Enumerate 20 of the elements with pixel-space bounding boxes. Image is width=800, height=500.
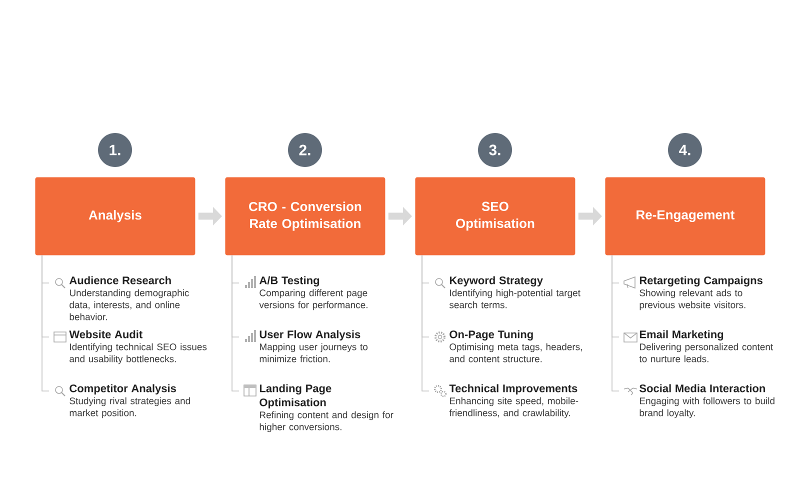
step-item: Competitor Analysis Studying rival strategies and market position. — [70, 384, 190, 418]
connector-line — [422, 255, 430, 392]
step-item: Audience Research Understanding demographic data, interests, and online behavior. — [69, 276, 189, 320]
step-item: Email Marketing Delivering personalized content to nurture leads. — [639, 330, 774, 362]
step-item: On-Page Tuning Optimising meta tags, headers, and content structure. — [450, 330, 582, 362]
connector-line — [42, 255, 50, 392]
connector-line — [612, 255, 620, 392]
connector-line — [232, 255, 240, 392]
step-item: Social Media Interaction Engaging with followers to build brand loyalty. — [640, 384, 774, 418]
step-item: Website Audit Identifying technical SEO issues and usability bottlenecks. — [69, 330, 207, 364]
step-item: Retargeting Campaigns Showing relevant ads to previous website visitors. — [640, 276, 762, 310]
step-item: User Flow Analysis Mapping user journeys to minimize friction. — [260, 330, 368, 362]
stage-box: CRO - Conversion Rate Optimisation — [225, 177, 386, 256]
step-item: Keyword Strategy Identifying high-potential target search terms. — [449, 276, 580, 308]
step-item: A/B Testing Comparing different page versions for performance. — [259, 276, 368, 310]
stage-box: Analysis — [35, 177, 196, 256]
stage-box: SEO Optimisation — [415, 177, 576, 256]
step-item: Technical Improvements Enhancing site speed, mobile-friendliness, and crawlability. — [449, 384, 578, 418]
step-item: Landing Page Optimisation Refining content and design for higher conversions. — [260, 384, 394, 432]
stage-box: Re-Engagement — [605, 177, 766, 256]
